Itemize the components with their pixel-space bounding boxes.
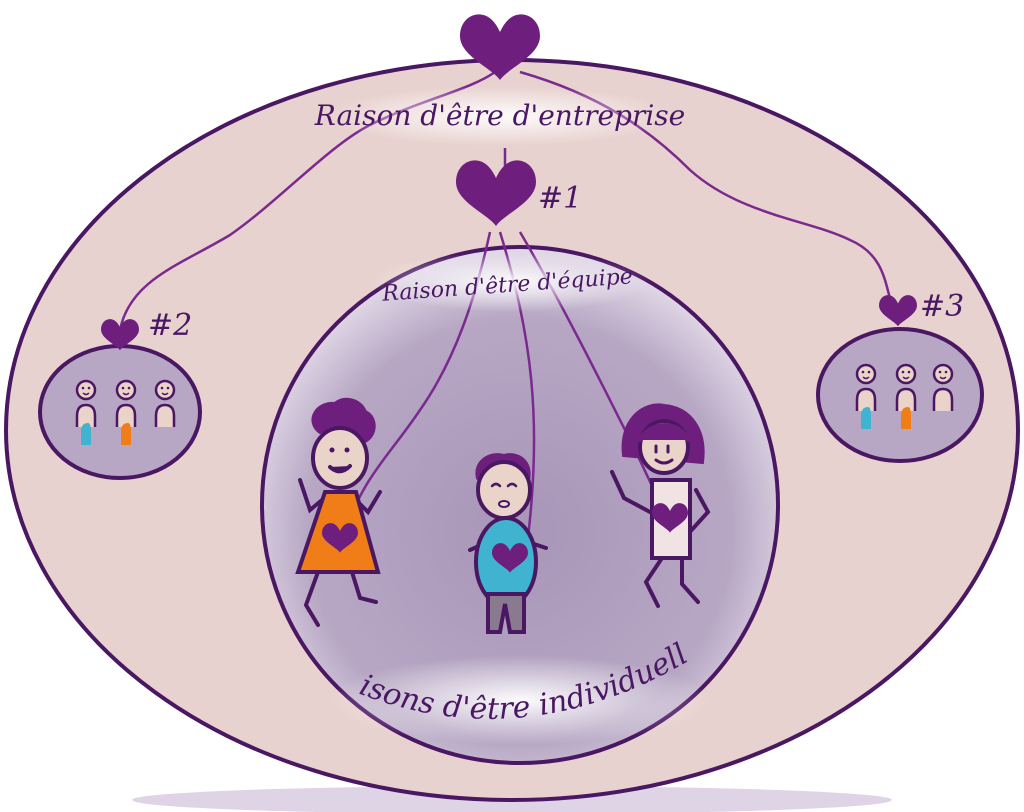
team-2-members xyxy=(75,379,176,445)
company-label-glow xyxy=(325,86,675,146)
person-orange-dress xyxy=(295,397,382,627)
person-blue-shirt xyxy=(468,453,548,634)
team-3-number: #3 xyxy=(920,289,964,324)
team-2-number: #2 xyxy=(148,308,192,343)
team-3-members xyxy=(855,363,954,429)
team-label-glow xyxy=(370,252,650,312)
company-purpose-label: Raison d'être d'entreprise xyxy=(314,99,685,132)
individual-label-glow xyxy=(330,655,710,745)
team-1-number: #1 xyxy=(538,181,582,216)
